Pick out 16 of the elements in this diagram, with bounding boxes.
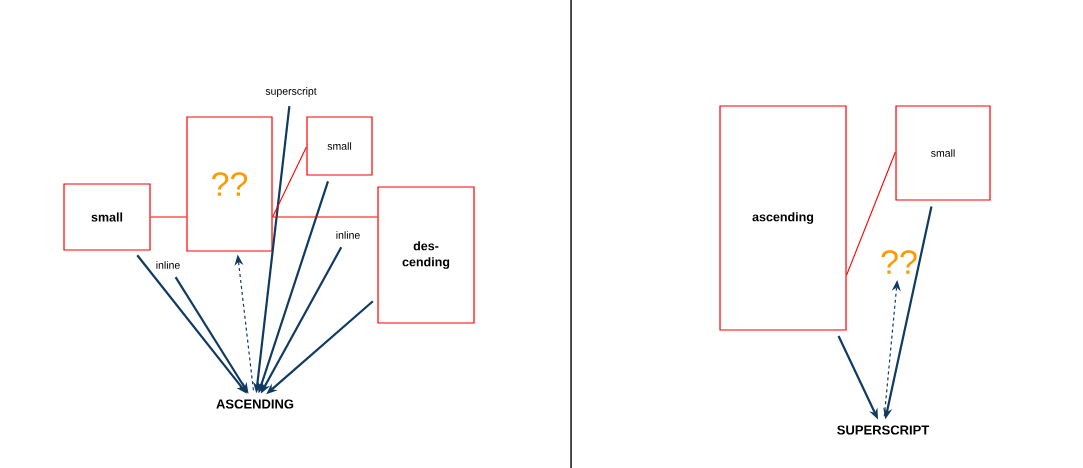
box: ?? [186,116,273,252]
label-text: superscript [265,87,317,97]
label-text: inline [336,231,360,239]
box: small [895,105,991,201]
connector-line [846,151,896,276]
label-text: inline [156,261,180,269]
connector-line [150,216,187,218]
connector-line [272,216,378,218]
box: small [63,183,151,251]
label-text: SUPERSCRIPT [837,425,930,435]
label-text: ASCENDING [216,399,294,409]
box: des- cending [377,186,475,324]
label-text: ?? [881,250,917,274]
box: ascending [719,105,847,331]
box: small [306,116,373,176]
connector-line [272,146,307,218]
